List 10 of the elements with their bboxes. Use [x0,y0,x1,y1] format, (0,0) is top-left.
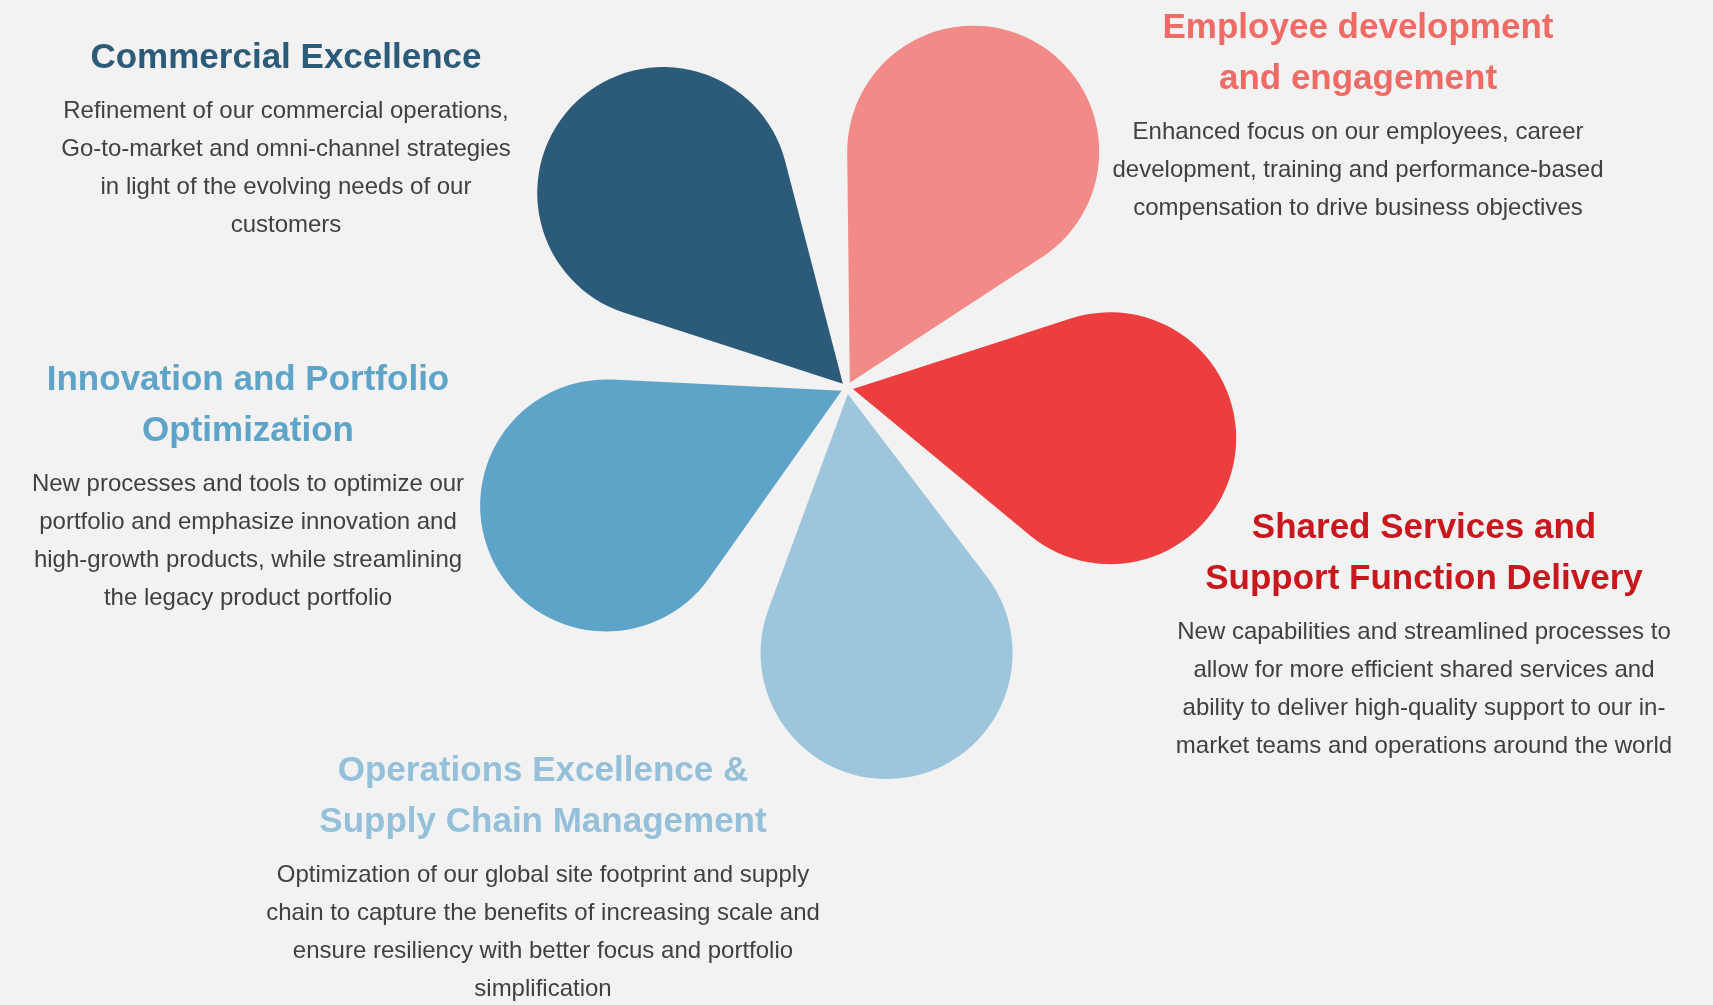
section-description: New processes and tools to optimize our portfolio and emphasize innovation and high-growth products, while streamlining the legacy product portfolio [30,468,466,612]
section-description: Optimization of our global site footprint and supply chain to capture the benefits of increasing scale and ensure resiliency with better focus and portfolio simplification [265,859,821,1003]
section-heading: Operations Excellence & Supply Chain Management [318,748,768,841]
section-heading: Commercial Excellence [89,35,483,77]
section-heading: Employee development and engagement [1161,5,1555,98]
section-description: Refinement of our commercial operations, Go-to-market and omni-channel strategies in light of the evolving needs of our customers [60,95,512,239]
section-description: New capabilities and streamlined processes to allow for more efficient shared services and ability to deliver high-quality support to our in-market teams and operations around the world [1174,616,1674,760]
section-heading: Shared Services and Support Function Delivery [1204,505,1644,598]
section-heading: Innovation and Portfolio Optimization [45,357,451,450]
section-description: Enhanced focus on our employees, career development, training and performance-based compensation to drive business objectives [1111,116,1605,222]
